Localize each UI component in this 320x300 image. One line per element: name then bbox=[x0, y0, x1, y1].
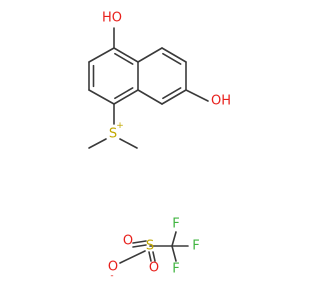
atom-sulfonium: S bbox=[109, 127, 117, 142]
bond-c-f-top bbox=[171, 231, 177, 247]
bond-layer bbox=[88, 27, 209, 264]
bond-ring-0 bbox=[88, 89, 115, 105]
bond-ring-10 bbox=[137, 89, 163, 105]
bond-s-methyl-right bbox=[119, 138, 138, 149]
atom-fluorine-bottom: F bbox=[172, 262, 179, 277]
atom-triflate-oxygen-lower: O bbox=[149, 261, 159, 276]
bond-ring-9 bbox=[161, 89, 187, 105]
bond-c-f-bottom bbox=[171, 245, 177, 262]
bond-s-o-upper-b bbox=[132, 244, 147, 248]
bond-s-oxide bbox=[119, 250, 146, 264]
atom-triflate-oxide-charge: - bbox=[110, 271, 113, 281]
bond-s-o-lower-a bbox=[148, 251, 152, 262]
bond-ring-3 bbox=[113, 47, 139, 63]
atom-triflate-oxygen-upper: O bbox=[123, 234, 133, 249]
bond-double-3 bbox=[162, 52, 182, 65]
bond-c6-oh bbox=[185, 89, 209, 102]
bond-s-o-lower-b bbox=[152, 251, 156, 262]
atom-triflate-sulfur: S bbox=[146, 239, 154, 254]
bond-s-o-upper-a bbox=[132, 240, 147, 244]
bond-ring-2 bbox=[88, 47, 115, 63]
atom-label-layer: HO OH S + S O - O O F F F bbox=[102, 11, 231, 282]
atom-sulfonium-charge: + bbox=[116, 121, 124, 131]
atom-hydroxyl-right: OH bbox=[211, 94, 231, 109]
atom-hydroxyl-top: HO bbox=[102, 11, 122, 26]
bond-double-1 bbox=[114, 52, 134, 65]
bond-double-4 bbox=[162, 87, 182, 100]
bond-ring-5 bbox=[113, 89, 139, 105]
bond-ring-7 bbox=[161, 47, 187, 63]
molecule-canvas: HO OH S + S O - O O F F F bbox=[88, 11, 231, 282]
bond-double-2 bbox=[114, 87, 134, 100]
atom-fluorine-right: F bbox=[192, 239, 199, 254]
bond-ring-6 bbox=[137, 47, 163, 63]
atom-triflate-oxide: O bbox=[108, 260, 118, 275]
atom-fluorine-top: F bbox=[172, 217, 179, 232]
bond-s-methyl-left bbox=[88, 138, 107, 149]
